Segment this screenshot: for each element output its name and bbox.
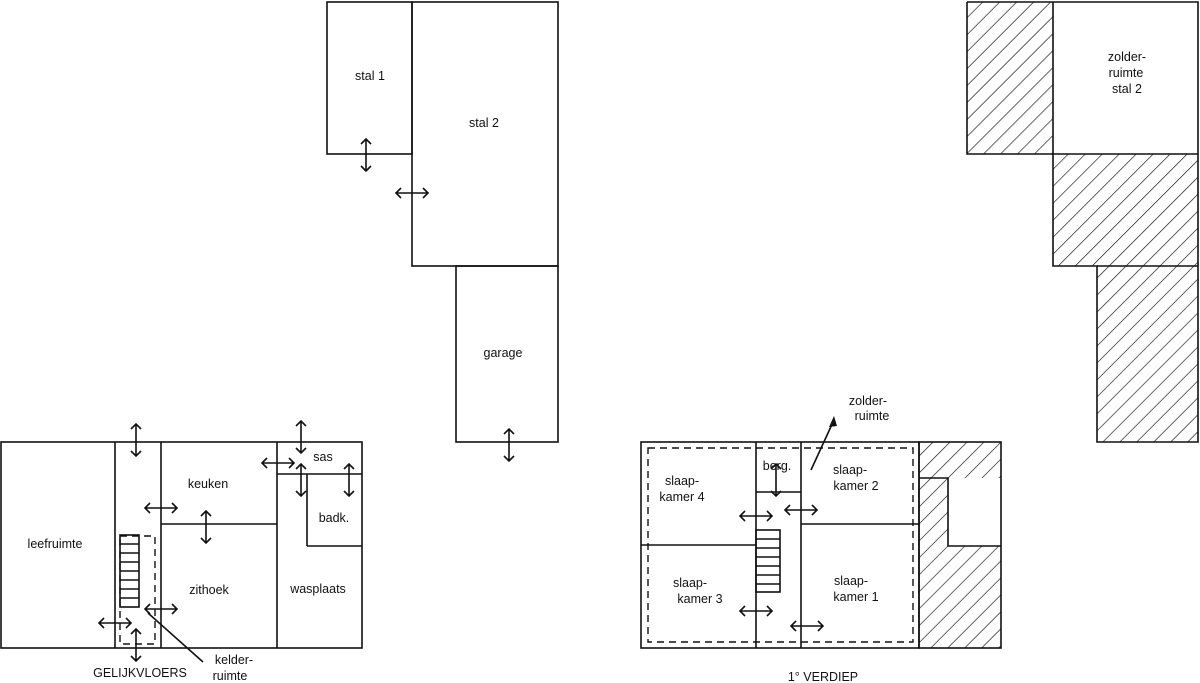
door-arrow-icon [789,620,825,632]
door-arrow-icon [295,462,307,498]
hatched-stal-2-lower [1053,154,1198,266]
hatched-stal-1 [967,2,1053,154]
badk-label: badk. [319,511,350,525]
door-arrow-icon [770,462,782,498]
slaapkamer2-label-2: kamer 2 [833,479,878,493]
zolder-stal-label-3: stal 2 [1112,82,1142,96]
stal-2-label: stal 2 [469,116,499,130]
sas-label: sas [313,450,332,464]
keuken-label: keuken [188,477,228,491]
leefruimte-label: leefruimte [28,537,83,551]
slaapkamer1-label-2: kamer 1 [833,590,878,604]
door-arrow-icon [143,502,179,514]
slaapkamer3-label-1: slaap- [673,576,707,590]
gelijkvloers-caption: GELIJKVLOERS [93,666,187,680]
door-arrow-icon [394,187,430,199]
door-arrow-icon [200,509,212,545]
door-arrow-icon [143,603,179,615]
wasplaats-label: wasplaats [289,582,346,596]
door-arrow-icon [295,419,307,455]
garage-room [455,265,559,443]
hatched-annex [919,442,1001,648]
ground-floor: keuken sas badk. leefruimte zithoek wasp… [0,441,363,683]
slaapkamer1-label-1: slaap- [834,574,868,588]
zolderruimte-callout-1: zolder- [849,394,887,408]
zolderruimte-callout-2: ruimte [855,409,890,423]
door-arrow-icon [738,510,774,522]
slaapkamer4-label-2: kamer 4 [659,490,704,504]
door-arrow-icon [360,137,372,173]
door-arrow-icon [260,457,296,469]
door-arrow-icon [97,617,133,629]
door-arrow-icon [343,462,355,498]
zolder-stal-label-2: ruimte [1109,66,1144,80]
slaapkamer3-label-2: kamer 3 [677,592,722,606]
door-arrow-icon [503,427,515,463]
attic-stables: zolder- ruimte stal 2 [966,1,1199,443]
verdiep-caption: 1° VERDIEP [788,670,858,683]
zithoek-label: zithoek [189,583,229,597]
door-arrow-icon [130,627,142,663]
house-outline [0,441,363,649]
kelderruimte-label-2: ruimte [213,669,248,683]
first-floor: berg. slaap- kamer 4 slaap- kamer 2 slaa… [640,394,1002,683]
slaapkamer2-label-1: slaap- [833,463,867,477]
stairs-ground [119,534,140,608]
door-arrow-icon [738,605,774,617]
door-arrows [97,137,825,663]
outbuildings: stal 1 stal 2 garage [326,1,559,443]
door-arrow-icon [783,504,819,516]
slaapkamer4-label-1: slaap- [665,474,699,488]
garage-label: garage [484,346,523,360]
stairs-first [755,529,781,593]
door-arrow-icon [130,422,142,458]
kelderruimte-label-1: kelder- [215,653,253,667]
zolder-stal-label-1: zolder- [1108,50,1146,64]
hatched-garage [1097,266,1198,442]
stal-2-room [411,1,559,267]
stal-1-label: stal 1 [355,69,385,83]
